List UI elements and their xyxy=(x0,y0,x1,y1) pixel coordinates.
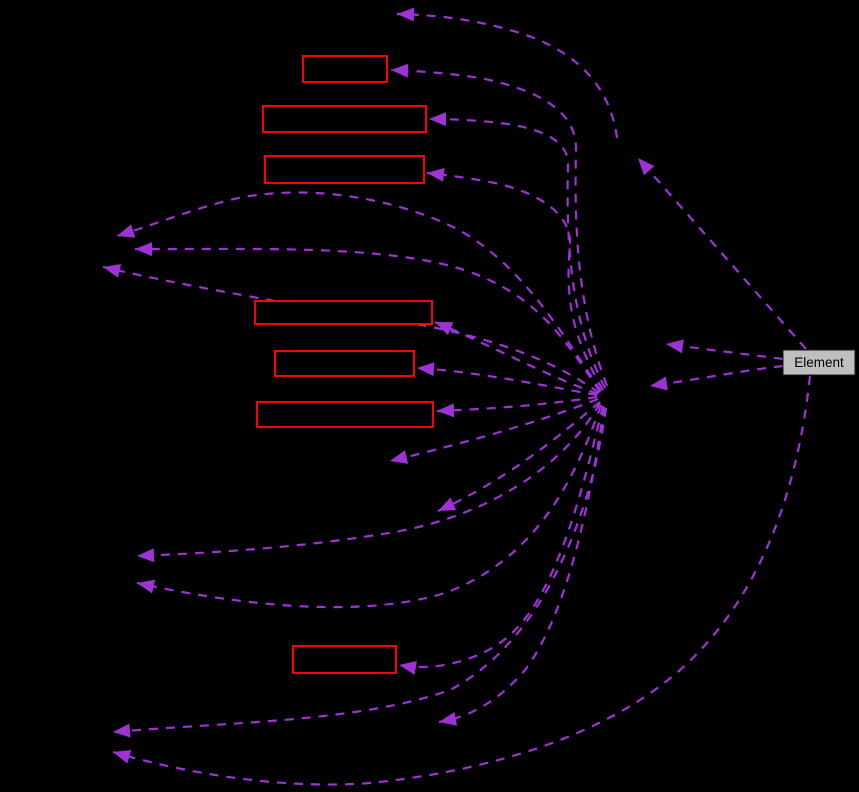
class-node-b3[interactable] xyxy=(264,155,425,184)
class-node-bc[interactable] xyxy=(256,401,434,428)
element-node-box xyxy=(782,349,856,376)
edge-element-to-hub-node xyxy=(649,364,784,388)
edge-hub-node-to-bb xyxy=(416,366,598,397)
edge-hub-node-to-bc xyxy=(436,395,598,413)
arrowhead-b4 xyxy=(399,660,417,675)
arrowhead-hidden-node-top xyxy=(397,7,415,22)
edge-hub-node-to-hidden-node-bottom-left-1 xyxy=(112,407,608,734)
element-node: Element xyxy=(782,349,856,376)
arrowhead-hidden-node-upper xyxy=(638,158,655,176)
arrowhead-hidden-node-mid-2 xyxy=(438,497,457,511)
arrowhead-bb xyxy=(417,362,435,377)
arrowhead-hidden-node-left-5 xyxy=(137,579,156,594)
arrowhead-hidden-node-mid-1 xyxy=(390,450,409,464)
edge-element-to-hidden-node-upper xyxy=(637,157,807,350)
edge-hub-node-to-hidden-node-mid-2 xyxy=(437,401,601,512)
edge-hub-node-to-hidden-node-left-1 xyxy=(116,191,602,392)
class-node-bb[interactable] xyxy=(274,350,415,377)
element-node-label: Element xyxy=(794,355,844,370)
edge-hub-node-to-hidden-node-bottom-mid xyxy=(438,406,606,724)
arrowhead-hidden-node-bottom-left-1 xyxy=(113,723,131,738)
edge-element-to-hidden-node-right-1 xyxy=(665,342,784,361)
arrowhead-hub-node xyxy=(650,376,668,391)
edge-hub-node-to-hidden-node-left-2 xyxy=(134,247,601,393)
edges-layer xyxy=(102,7,812,786)
arrowhead-ba xyxy=(435,322,454,336)
arrowhead-hidden-node-left-3 xyxy=(103,264,122,278)
arrowhead-hidden-node-bottom-mid xyxy=(439,711,457,726)
edge-hub-node-to-b3 xyxy=(426,171,604,391)
arrowhead-bc xyxy=(437,403,455,418)
arrowhead-b1 xyxy=(391,63,409,78)
edge-hub-node-to-hidden-node-left-3 xyxy=(102,265,600,394)
arrowhead-hidden-node-left-1 xyxy=(117,224,136,238)
arrowhead-b2 xyxy=(429,112,447,127)
arrowhead-hidden-node-bottom-left-2 xyxy=(113,750,132,764)
class-node-b2[interactable] xyxy=(262,105,427,133)
class-node-b1[interactable] xyxy=(302,55,388,83)
edge-hidden-node-upper-to-hidden-node-top xyxy=(396,12,619,139)
arrowhead-hidden-node-right-1 xyxy=(666,339,684,354)
nodes-layer xyxy=(254,55,434,674)
edge-hub-node-to-b2 xyxy=(428,117,606,389)
edge-hub-node-to-ba xyxy=(434,320,599,396)
class-node-ba[interactable] xyxy=(254,300,433,325)
edge-hub-node-to-hidden-node-left-5 xyxy=(136,404,603,609)
arrowhead-hidden-node-left-2 xyxy=(135,242,153,257)
edge-hub-node-to-hidden-node-mid-1 xyxy=(389,397,599,463)
edge-hub-node-to-b4 xyxy=(398,405,605,669)
class-node-b4[interactable] xyxy=(292,645,397,674)
arrowhead-hidden-node-left-4 xyxy=(137,548,155,563)
edge-element-to-hidden-node-bottom-left-2 xyxy=(112,375,812,786)
edge-hub-node-to-hidden-node-left-4 xyxy=(136,402,601,558)
arrowhead-b3 xyxy=(427,167,445,182)
